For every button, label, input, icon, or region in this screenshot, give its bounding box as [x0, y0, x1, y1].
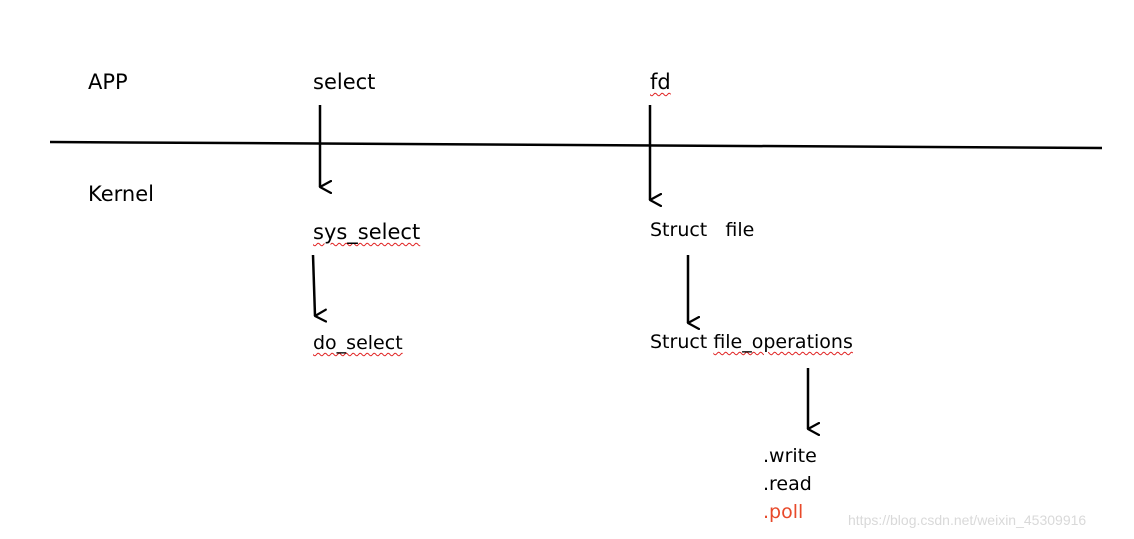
- select-call-label: select: [313, 70, 376, 94]
- app-layer-label: APP: [88, 70, 128, 94]
- arrow-sys-select-to-do-select: [311, 254, 315, 316]
- struct-file-label: Struct file: [650, 219, 755, 241]
- kernel-layer-label: Kernel: [88, 182, 154, 206]
- read-method-label: .read: [763, 473, 812, 495]
- user-kernel-boundary-line: [49, 140, 1103, 150]
- struct-keyword: Struct: [650, 331, 714, 353]
- sys-select-label: sys_select: [313, 220, 421, 244]
- poll-method-label: .poll: [763, 501, 804, 523]
- write-method-label: .write: [763, 445, 817, 467]
- fd-label: fd: [650, 70, 671, 94]
- watermark-text: https://blog.csdn.net/weixin_45309916: [848, 512, 1087, 528]
- struct-file-operations-label: Struct file_operations: [650, 333, 853, 352]
- file-operations-name: file_operations: [713, 331, 853, 353]
- do-select-label: do_select: [313, 332, 403, 354]
